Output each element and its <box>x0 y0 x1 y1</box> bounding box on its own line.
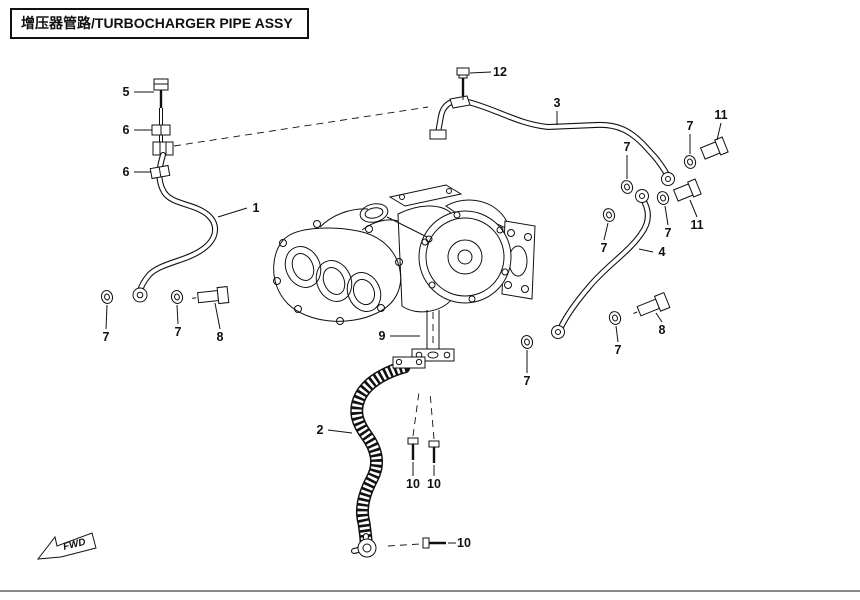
callout-7-9: 7 <box>623 139 631 154</box>
callout-7-13: 7 <box>664 225 672 240</box>
bolt-12 <box>456 67 470 100</box>
callout-11-12: 11 <box>690 217 704 232</box>
callout-4-15: 4 <box>658 244 666 259</box>
banjo-bolt-8-left <box>192 286 230 305</box>
callout-6-2: 6 <box>122 164 130 179</box>
callout-3-8: 3 <box>553 95 561 110</box>
callout-10-22: 10 <box>427 476 441 491</box>
page-title: 增压器管路/TURBOCHARGER PIPE ASSY <box>21 15 293 31</box>
callout-10-21: 10 <box>406 476 420 491</box>
fitting-11-upper <box>699 136 729 160</box>
callout-11-11: 11 <box>714 107 728 122</box>
bolt-10-a <box>407 437 419 460</box>
pipe-1-banjo-eye <box>132 287 148 303</box>
turbocharger-body <box>359 184 536 349</box>
washers-7 <box>100 155 697 349</box>
turbo-pipe-4 <box>551 189 651 339</box>
construction-lines <box>173 106 435 547</box>
exhaust-manifold <box>273 208 403 325</box>
callout-12-7: 12 <box>493 64 507 79</box>
pipe-4-upper-eye <box>635 189 649 203</box>
pipe-3-banjo-eye <box>661 172 675 186</box>
banjo-bolt-8-right <box>633 291 671 317</box>
callout-9-19: 9 <box>378 328 386 343</box>
bolt-10-c <box>422 537 446 549</box>
sensor-5 <box>153 78 169 108</box>
callout-5-0: 5 <box>122 84 130 99</box>
bolt-10-b <box>428 440 440 463</box>
callout-7-4: 7 <box>102 329 110 344</box>
turbine-housing <box>418 210 512 304</box>
callout-8-16: 8 <box>658 322 666 337</box>
callout-7-18: 7 <box>523 373 531 388</box>
drain-hose-2 <box>350 356 426 558</box>
fitting-11-lower <box>672 178 702 202</box>
callout-7-17: 7 <box>614 342 622 357</box>
hose-lower-flange <box>357 538 377 558</box>
pipe-4-lower-eye <box>551 325 565 339</box>
title-box: 增压器管路/TURBOCHARGER PIPE ASSY <box>10 8 309 39</box>
callout-8-6: 8 <box>216 329 224 344</box>
fwd-label: FWD <box>62 537 87 553</box>
callout-1-3: 1 <box>252 200 260 215</box>
callout-6-1: 6 <box>122 122 130 137</box>
pipe-3-foot <box>429 129 447 140</box>
hose-upper-flange <box>392 356 426 369</box>
fwd-arrow-icon: FWD <box>36 532 97 560</box>
callout-2-20: 2 <box>316 422 324 437</box>
hose-clamp-6b <box>149 164 171 180</box>
callout-10-23: 10 <box>457 535 471 550</box>
callout-7-5: 7 <box>174 324 182 339</box>
leader-lines <box>105 71 722 544</box>
turbo-pipe-3 <box>429 95 675 186</box>
callout-7-10: 7 <box>686 118 694 133</box>
callout-7-14: 7 <box>600 240 608 255</box>
turbo-inlet-flange <box>388 184 463 207</box>
pipe-3-bracket <box>449 95 471 109</box>
